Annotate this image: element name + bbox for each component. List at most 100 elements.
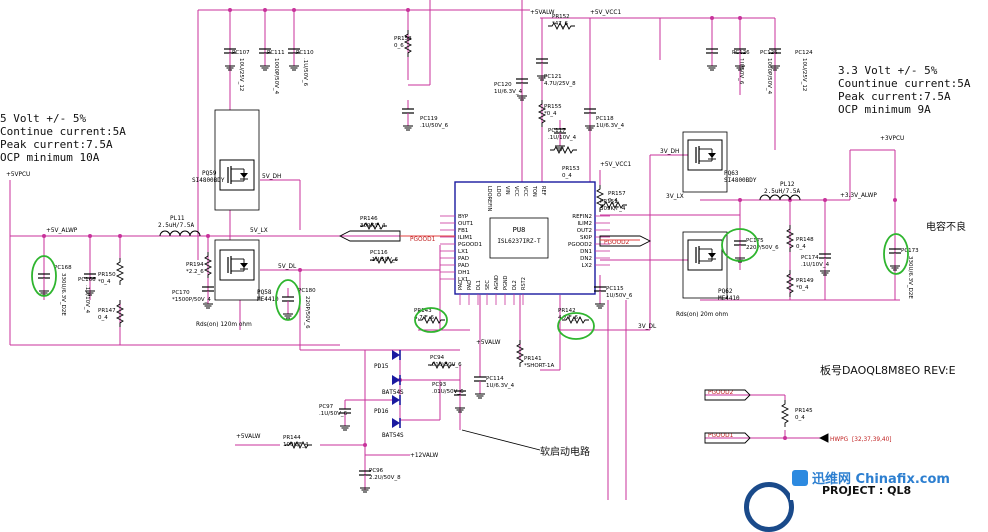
ic-name: PU8 <box>513 226 526 234</box>
svg-text:PR142: PR142 <box>558 308 576 314</box>
svg-text:PC119: PC119 <box>420 116 438 122</box>
watermark-bg <box>790 470 988 500</box>
component-pc117: PC117.1U/10V_4 <box>548 119 577 151</box>
component-pc107: PC107 10U/25V_12 <box>223 39 250 91</box>
project-title: PROJECT : QL8 <box>822 484 912 497</box>
label-p5vcc1-top: +5V_VCC1 <box>590 10 621 16</box>
pd15-ref: PD15 <box>374 363 389 370</box>
svg-text:PR152: PR152 <box>552 14 570 20</box>
svg-text:PR143: PR143 <box>414 308 432 314</box>
pq62-ref: PQ62 <box>718 288 733 295</box>
label-lx-5v: 5V_LX <box>250 228 268 234</box>
label-dl-3v: 3V_DL <box>638 324 657 330</box>
mosfet-pq63: PQ63 SI4800BDY <box>687 139 757 184</box>
svg-text:PC166: PC166 <box>78 277 96 283</box>
svg-text:PC173: PC173 <box>901 248 919 254</box>
left-spec-line-4: OCP minimum 10A <box>0 151 100 164</box>
svg-text:PC110: PC110 <box>296 50 314 56</box>
svg-text:PC114: PC114 <box>486 376 504 382</box>
component-pr152: PR152*47_6 <box>547 14 576 30</box>
svg-text:PC117: PC117 <box>548 128 566 134</box>
svg-text:1U/6.3V_4: 1U/6.3V_4 <box>486 383 515 389</box>
inductor-pl11: PL11 2.5uH/7.5A <box>158 215 201 237</box>
ic-right-pin: OUT2 <box>577 228 592 234</box>
ic-top-pin: LDO <box>495 186 501 197</box>
ic-right-pin: PGOOD2 <box>568 242 592 248</box>
component-pc126: PC1261U/50V_6 <box>705 39 750 85</box>
highlight-circles <box>31 228 909 340</box>
svg-text:1U/50V_6: 1U/50V_6 <box>738 58 744 85</box>
svg-text:PC111: PC111 <box>267 50 285 56</box>
schematic-canvas: PU8 ISL6237IRZ-T BYPOUT1FB1ILIM1PGOOD1LX… <box>6 0 919 500</box>
svg-text:309K/F_4: 309K/F_4 <box>600 206 626 212</box>
ic-bottom-pin: PGND <box>503 275 509 290</box>
ic-bottom-pin: DL2 <box>512 280 518 290</box>
ic-bottom-pin: PAD <box>458 280 464 290</box>
label-dh-5v: 5V_DH <box>262 174 281 180</box>
svg-text:0_4: 0_4 <box>795 415 805 421</box>
label-p3valw-right: +3.3V_ALWP <box>840 193 877 199</box>
svg-text:PC121: PC121 <box>544 74 562 80</box>
component-pr155: PR155*0_4 <box>538 99 562 128</box>
pd15-val: BAT54S <box>382 389 404 396</box>
svg-text:PR144: PR144 <box>283 435 301 441</box>
pd16-val: BAT54S <box>382 432 404 439</box>
svg-text:10U/25V_12: 10U/25V_12 <box>238 58 244 91</box>
component-pc119: PC119.1U/50V_6 <box>401 99 449 131</box>
ic-top-pin: LDOREFIN <box>486 186 492 212</box>
component-pr194: PR194*2.2_6 <box>186 251 212 280</box>
component-pc93: PC93.01U/50V_6 <box>432 381 467 413</box>
ic-left-pin: LX1 <box>458 249 468 255</box>
svg-text:PC97: PC97 <box>319 404 334 410</box>
svg-text:PC180: PC180 <box>298 288 316 294</box>
ic-right-pin: DN1 <box>580 249 592 255</box>
svg-text:PC115: PC115 <box>606 286 624 292</box>
ic-top-pin: VCC <box>522 186 528 197</box>
ic-right-pin: REFIN2 <box>572 214 592 220</box>
svg-text:.1U/50V_6: .1U/50V_6 <box>420 123 449 129</box>
svg-text:4.7U/25V_8: 4.7U/25V_8 <box>544 81 576 87</box>
svg-text:1U/50V_6: 1U/50V_6 <box>606 293 633 299</box>
svg-text:.1U/50V_6: .1U/50V_6 <box>319 411 348 417</box>
left-spec-line-1: 5 Volt +/- 5% <box>0 112 87 125</box>
label-pgood1-b: PGOOD1 <box>708 433 734 439</box>
left-spec-line-2: Continue current:5A <box>0 125 126 138</box>
svg-text:PC124: PC124 <box>795 50 813 56</box>
svg-text:10U/25V_12: 10U/25V_12 <box>801 58 807 91</box>
svg-text:309K/F_4: 309K/F_4 <box>360 223 386 229</box>
svg-text:220P/50V_6: 220P/50V_6 <box>746 245 779 251</box>
svg-text:.1U/10V_4: .1U/10V_4 <box>84 285 90 314</box>
ic-bottom-pin: DL1 <box>476 280 482 290</box>
svg-text:PC107: PC107 <box>232 50 250 56</box>
ic-pu8: PU8 ISL6237IRZ-T BYPOUT1FB1ILIM1PGOOD1LX… <box>440 181 610 305</box>
label-dh-3v: 3V_DH <box>660 149 679 155</box>
ic-left-pin: FB1 <box>458 228 468 234</box>
ic-left-pin: BYP <box>458 214 469 220</box>
svg-text:2.2U/50V_8: 2.2U/50V_8 <box>369 475 401 481</box>
ic-right-pin: ILIM2 <box>577 221 592 227</box>
svg-text:.1U/10V_4: .1U/10V_4 <box>801 262 830 268</box>
ic-left-pin: PGOOD1 <box>458 242 482 248</box>
svg-text:0_4: 0_4 <box>562 173 572 179</box>
label-p5valw-bl: +5VALW <box>236 434 261 440</box>
pq59-ref: PQ59 <box>202 170 217 177</box>
svg-text:4.7/F_6: 4.7/F_6 <box>414 315 435 321</box>
svg-text:PR158: PR158 <box>394 36 412 42</box>
pl12-val: 2.5uH/7.5A <box>764 188 801 195</box>
project-logo-ring <box>744 482 794 532</box>
ic-left-pin: ILIM1 <box>458 235 473 241</box>
svg-text:*0_4: *0_4 <box>98 279 111 285</box>
junction-dots <box>42 8 897 447</box>
component-pr141: PR141*SHORT-1A <box>516 339 554 369</box>
right-spec-line-4: OCP minimum 9A <box>838 103 931 116</box>
svg-text:PR151: PR151 <box>600 199 618 205</box>
svg-text:*2.2_6: *2.2_6 <box>186 269 204 275</box>
